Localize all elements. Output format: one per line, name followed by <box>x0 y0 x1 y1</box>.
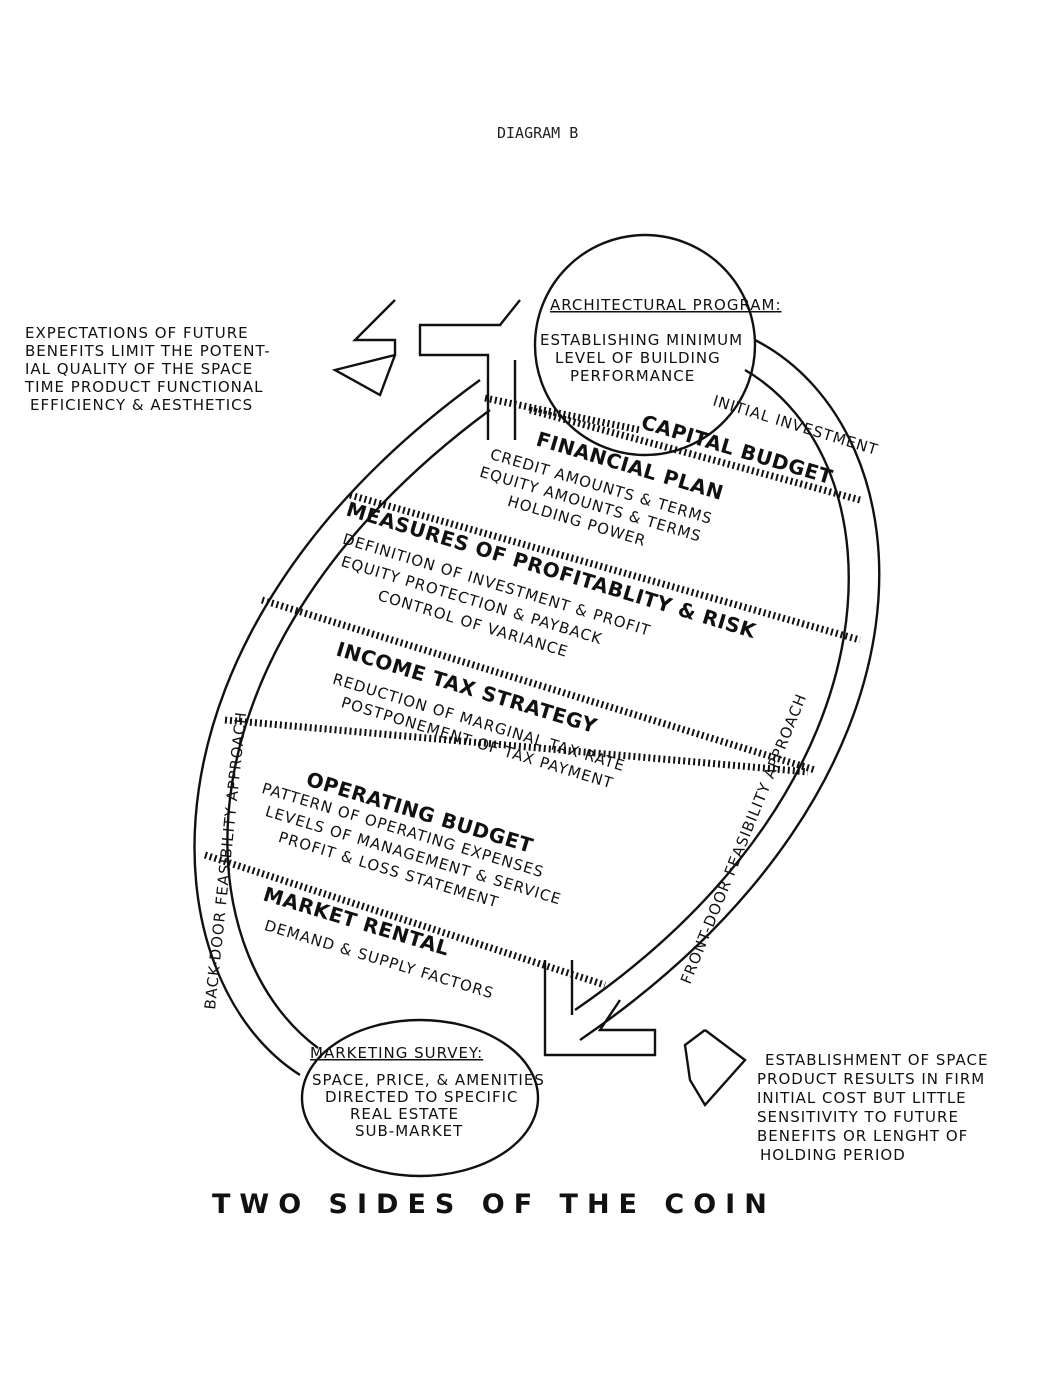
bottom-circle-heading: MARKETING SURVEY: <box>310 1044 483 1062</box>
diagram-label: DIAGRAM B <box>497 124 578 142</box>
note-line: TIME PRODUCT FUNCTIONAL <box>24 378 264 396</box>
note-line: EFFICIENCY & AESTHETICS <box>30 396 253 414</box>
note-line: BENEFITS OR LENGHT OF <box>757 1127 968 1145</box>
top-circle-heading: ARCHITECTURAL PROGRAM: <box>550 296 782 314</box>
back-door-label: BACK-DOOR FEASIBILITY APPROACH <box>201 710 250 1010</box>
top-circle-line: ESTABLISHING MINIMUM <box>540 331 743 349</box>
bottom-circle-line: SUB-MARKET <box>355 1122 463 1140</box>
right-pointer-arrow <box>683 1029 747 1108</box>
architectural-program-circle <box>533 233 757 457</box>
right-note: ESTABLISHMENT OF SPACE PRODUCT RESULTS I… <box>757 1051 988 1164</box>
note-line: ESTABLISHMENT OF SPACE <box>765 1051 988 1069</box>
bottom-arrow <box>543 960 657 1057</box>
front-door-arc-inner <box>574 368 850 1011</box>
bottom-circle-line: DIRECTED TO SPECIFIC <box>325 1088 519 1106</box>
left-note: EXPECTATIONS OF FUTURE BENEFITS LIMIT TH… <box>24 324 271 414</box>
note-line: IAL QUALITY OF THE SPACE <box>25 360 253 378</box>
bottom-circle-line: SPACE, PRICE, & AMENITIES <box>312 1071 545 1089</box>
front-door-arc-outer <box>579 338 881 1041</box>
note-line: INITIAL COST BUT LITTLE <box>757 1089 967 1107</box>
diagram-title: TWO SIDES OF THE COIN <box>212 1189 776 1220</box>
left-pointer-arrow <box>331 299 397 397</box>
note-line: HOLDING PERIOD <box>760 1146 906 1164</box>
marketing-survey-circle <box>300 1018 540 1178</box>
back-door-arc-inner <box>226 409 491 1049</box>
note-line: PRODUCT RESULTS IN FIRM <box>757 1070 985 1088</box>
top-circle-line: PERFORMANCE <box>570 367 695 385</box>
band-separators <box>203 394 861 989</box>
band-income-tax-strategy: INCOME TAX STRATEGY REDUCTION OF MARGINA… <box>331 637 628 793</box>
top-circle-line: LEVEL OF BUILDING <box>555 349 721 367</box>
note-line: SENSITIVITY TO FUTURE <box>757 1108 959 1126</box>
note-line: EXPECTATIONS OF FUTURE <box>25 324 249 342</box>
back-door-arc-outer <box>193 379 481 1077</box>
back-door-text: BACK-DOOR FEASIBILITY APPROACH <box>201 710 250 1010</box>
bottom-circle-line: REAL ESTATE <box>350 1105 459 1123</box>
top-arrow <box>418 299 521 440</box>
note-line: BENEFITS LIMIT THE POTENT- <box>25 342 271 360</box>
